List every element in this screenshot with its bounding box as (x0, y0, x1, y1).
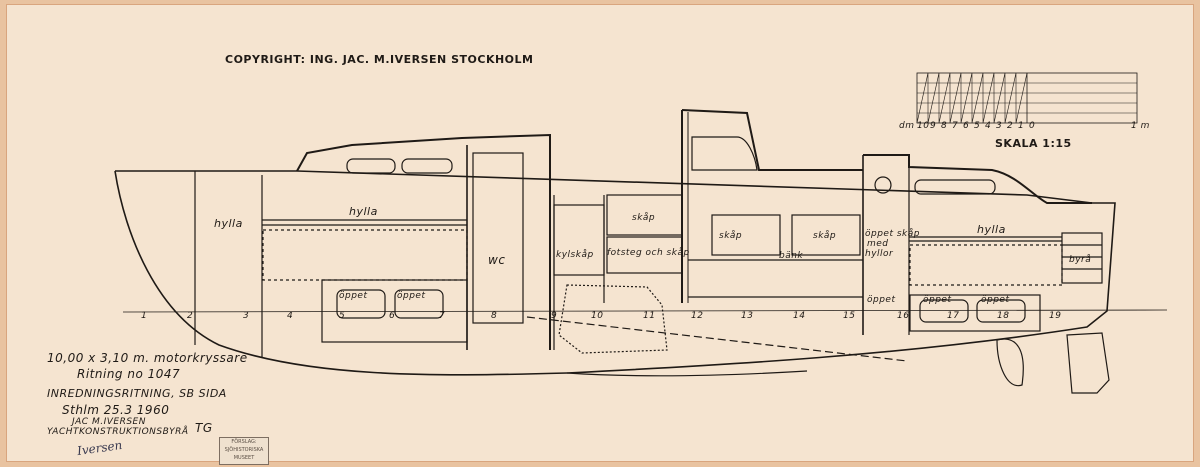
berth-aft (909, 244, 1063, 286)
frame-number: 10 (591, 311, 604, 321)
label-byra: byrå (1069, 255, 1092, 265)
designer-office: YACHTKONSTRUKTIONSBYRÅ (47, 427, 189, 437)
wc-door (472, 152, 524, 324)
cabinet-1 (711, 214, 781, 256)
label-oppet-1: öppet (339, 291, 368, 301)
label-hylla-main: hylla (349, 205, 378, 218)
label-bank: bänk (779, 251, 804, 261)
galley-cupboard-top (606, 194, 683, 236)
label-skap-galley: skåp (632, 213, 656, 223)
keel-line (566, 370, 808, 377)
boat-interior-drawing (114, 72, 1168, 394)
scale-bar (916, 72, 1138, 124)
copyright-notice: COPYRIGHT: ING. JAC. M.IVERSEN STOCKHOLM (225, 53, 534, 66)
frame-number: 11 (643, 311, 656, 321)
frame-number: 19 (1049, 311, 1062, 321)
waterline (122, 309, 1168, 313)
frame-number: 16 (897, 311, 910, 321)
engine (558, 284, 668, 354)
propeller (996, 338, 1024, 387)
window-2 (401, 158, 453, 174)
label-hylla-aft: hylla (977, 223, 1006, 236)
label-kylskap: kylskåp (556, 250, 594, 260)
locker-o5 (976, 299, 1026, 323)
frame-number: 17 (947, 311, 960, 321)
locker-o2 (394, 289, 444, 319)
frame-number: 8 (491, 311, 498, 321)
frame-number: 1 (141, 311, 148, 321)
label-hyllor: hyllor (865, 249, 894, 259)
scale-units: dm (899, 121, 915, 131)
chest-of-drawers (1061, 232, 1103, 284)
frame-number: 12 (691, 311, 704, 321)
propeller-shaft (526, 316, 908, 362)
aft-cabin (863, 154, 1092, 204)
drawing-date: Sthlm 25.3 1960 (62, 403, 170, 417)
cabinet-2 (791, 214, 861, 256)
frame-number: 13 (741, 311, 754, 321)
rudder (1066, 332, 1110, 394)
frame-number: 9 (551, 311, 558, 321)
locker-aft (909, 294, 1041, 332)
label-skap-center-1: skåp (719, 231, 743, 241)
drawing-number: Ritning no 1047 (77, 367, 181, 381)
locker-o1 (336, 289, 386, 319)
label-fotsteg: fotsteg och skåp (607, 248, 690, 258)
frame-number: 15 (843, 311, 856, 321)
frame-number: 18 (997, 311, 1010, 321)
locker-o4 (919, 299, 969, 323)
drafter-initials: TG (195, 421, 213, 435)
label-med: med (867, 239, 889, 249)
galley-cupboard-low (606, 236, 683, 274)
label-oppet-4: öppet (923, 295, 952, 305)
frame-number: 14 (793, 311, 806, 321)
scale-title: SKALA 1:15 (995, 137, 1072, 150)
frame-number: 3 (243, 311, 250, 321)
drawing-title: INREDNINGSRITNING, SB SIDA (47, 387, 227, 400)
label-skap-center-2: skåp (813, 231, 837, 241)
wheelhouse-window (691, 136, 758, 171)
frame-number: 4 (287, 311, 294, 321)
fridge (553, 204, 605, 276)
frame-number: 6 (389, 311, 396, 321)
window-aft (914, 179, 996, 195)
scale-end: 1 m (1131, 121, 1150, 131)
label-oppet-5: öppet (981, 295, 1010, 305)
label-oppet-skap: öppet skåp (865, 229, 920, 239)
wheelhouse (681, 109, 863, 171)
berth-fore (262, 229, 468, 281)
designer-name: JAC M.IVERSEN (72, 417, 146, 427)
boat-type: 10,00 x 3,10 m. motorkryssare (47, 351, 248, 365)
window-1 (346, 158, 396, 174)
locker-fore (321, 279, 468, 343)
drawing-sheet: COPYRIGHT: ING. JAC. M.IVERSEN STOCKHOLM… (6, 4, 1194, 465)
hatch (874, 176, 892, 194)
label-oppet-2: öppet (397, 291, 426, 301)
label-wc: wc (488, 253, 506, 267)
archive-stamp: FÖRSLAG: SJÖHISTORISKA MUSEET (219, 437, 269, 465)
deckhouse-fore (296, 133, 551, 350)
frame-number: 5 (339, 311, 346, 321)
label-oppet-3: öppet (867, 295, 896, 305)
frame-number: 7 (439, 311, 446, 321)
label-hylla-fore: hylla (214, 217, 243, 230)
frame-number: 2 (187, 311, 194, 321)
hull-outline (114, 170, 1116, 376)
